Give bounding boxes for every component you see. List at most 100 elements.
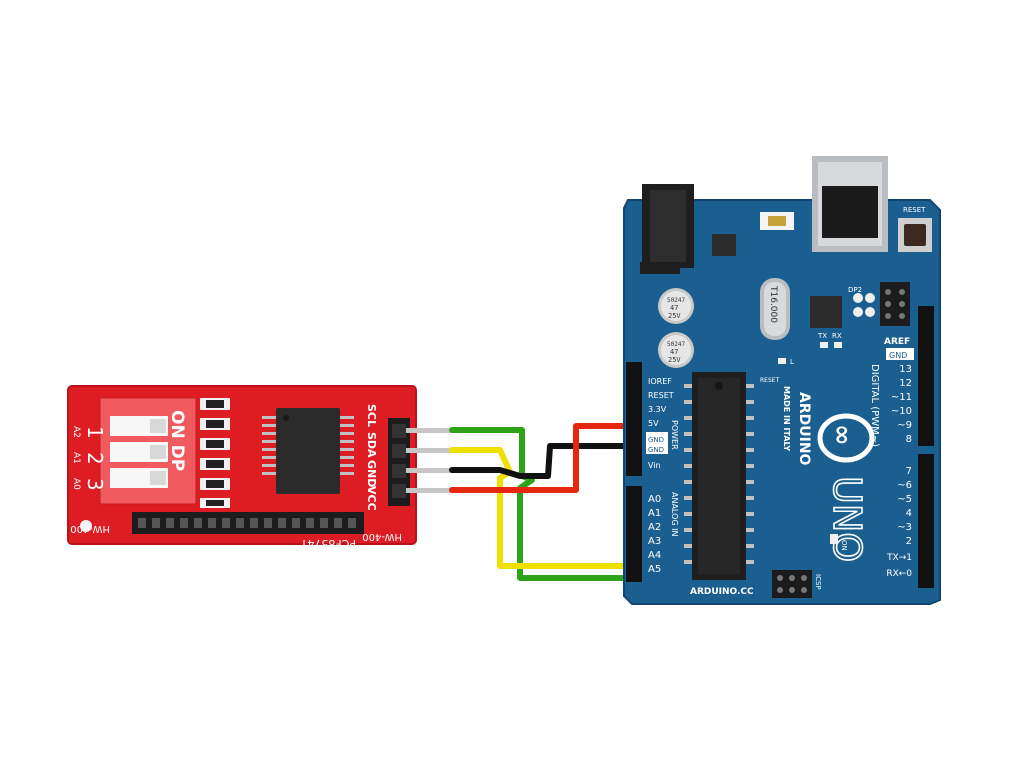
icsp-header-bottom bbox=[772, 570, 812, 598]
dip-switch bbox=[99, 397, 197, 505]
digital-pin-1: TX→1 bbox=[886, 553, 912, 563]
power-pin-reset: RESET bbox=[648, 391, 674, 400]
power-pin-3v3: 3.3V bbox=[648, 405, 667, 414]
pin-label-gnd: GND bbox=[365, 460, 378, 487]
pcf8574-module: ON DP 1 2 3 A2 A1 A0 bbox=[67, 385, 456, 550]
arduino-logo-symbol: ∞ bbox=[827, 424, 857, 446]
usb-chip bbox=[810, 296, 842, 328]
uno-model-text: UNO bbox=[825, 476, 869, 562]
address-label-a0: A0 bbox=[71, 478, 81, 490]
pin-label-vcc: VCC bbox=[365, 486, 378, 511]
dp2-label: DP2 bbox=[848, 286, 862, 294]
icsp-label: ICSP bbox=[814, 574, 822, 590]
capacitor-2 bbox=[658, 332, 694, 368]
made-in-italy-text: MADE IN ITALY bbox=[782, 386, 791, 451]
rx-led-label: RX bbox=[832, 332, 842, 340]
arduino-website-text: ARDUINO.CC bbox=[690, 587, 754, 597]
digital-pin-2: 2 bbox=[906, 536, 912, 547]
smd-resistors bbox=[200, 398, 230, 508]
power-pin-gnd-2: GND bbox=[648, 446, 664, 454]
tx-led bbox=[820, 342, 828, 348]
digital-pin-0: RX←0 bbox=[886, 569, 912, 579]
analog-pin-a5: A5 bbox=[648, 564, 661, 575]
dip-number-2: 2 bbox=[83, 452, 107, 465]
address-label-a2: A2 bbox=[71, 426, 81, 438]
digital-pin-6: ~6 bbox=[897, 480, 912, 491]
pin-scl bbox=[406, 428, 456, 433]
pin-label-sda: SDA bbox=[365, 432, 378, 458]
wires bbox=[449, 423, 643, 581]
i2c-header bbox=[388, 418, 456, 506]
cap2-label-voltage: 25V bbox=[668, 356, 681, 364]
atmega-chip bbox=[684, 372, 754, 580]
digital-pin-7: 7 bbox=[906, 466, 912, 477]
pin-sda bbox=[406, 448, 456, 453]
tx-led-label: TX bbox=[817, 332, 827, 340]
cap2-label-value: 47 bbox=[670, 348, 678, 356]
pin-vcc bbox=[406, 488, 456, 493]
pcf8574-chip bbox=[262, 408, 354, 494]
lcd-header bbox=[132, 512, 364, 534]
voltage-regulator bbox=[712, 234, 736, 256]
analog-header bbox=[626, 486, 642, 582]
crystal-label: T16.000 bbox=[768, 285, 778, 323]
power-pin-gnd-1: GND bbox=[648, 436, 664, 444]
digital-pin-8: 8 bbox=[906, 434, 912, 445]
dc-power-jack bbox=[640, 184, 694, 274]
digital-header-lower bbox=[918, 454, 934, 588]
digital-header-upper bbox=[918, 306, 934, 446]
wire-black-gnd-gnd bbox=[449, 443, 643, 479]
cap1-label-voltage: 25V bbox=[668, 312, 681, 320]
dip-number-3: 3 bbox=[83, 478, 107, 491]
power-header-title: POWER bbox=[670, 420, 679, 450]
reset-label-top: RESET bbox=[903, 206, 926, 214]
digital-pin-5: ~5 bbox=[897, 494, 912, 505]
analog-pin-a1: A1 bbox=[648, 508, 661, 519]
pin-gnd bbox=[406, 468, 456, 473]
digital-pin-10: ~10 bbox=[891, 406, 912, 417]
rx-led bbox=[834, 342, 842, 348]
dip-number-1: 1 bbox=[83, 426, 107, 439]
capacitor-1 bbox=[658, 288, 694, 324]
board-model-label-2: HW-400 bbox=[70, 523, 110, 534]
arduino-logo bbox=[817, 413, 875, 463]
mounting-hole bbox=[80, 520, 92, 532]
digital-pin-9: ~9 bbox=[897, 420, 912, 431]
digital-pin-11: ~11 bbox=[891, 392, 912, 403]
power-pin-5v: 5V bbox=[648, 419, 659, 428]
icsp-header-top bbox=[880, 282, 910, 326]
l-led-label: L bbox=[790, 358, 794, 366]
analog-header-title: ANALOG IN bbox=[670, 492, 679, 537]
dp2-pads bbox=[853, 293, 875, 317]
analog-pin-a3: A3 bbox=[648, 536, 661, 547]
cap1-label-code: 50247 bbox=[667, 297, 685, 304]
power-pin-ioref: IOREF bbox=[648, 377, 672, 386]
l-led bbox=[778, 358, 786, 364]
wire-red-vcc-5v bbox=[449, 423, 643, 493]
power-header bbox=[626, 362, 642, 476]
reset-en-label: RESET bbox=[760, 377, 780, 384]
cap1-label-value: 47 bbox=[670, 304, 678, 312]
wire-green-scl-a5 bbox=[449, 427, 643, 581]
dip-switch-label: ON DP bbox=[167, 410, 187, 471]
power-led bbox=[830, 534, 838, 544]
gnd-label-right: GND bbox=[889, 351, 907, 360]
arduino-brand-text: ARDUINO bbox=[796, 392, 812, 466]
on-led-label: ON bbox=[840, 540, 848, 551]
usb-connector bbox=[812, 156, 888, 252]
crystal-oscillator bbox=[760, 278, 790, 340]
digital-label: DIGITAL (PWM~) bbox=[869, 364, 880, 447]
reset-button bbox=[898, 218, 932, 252]
arduino-uno-board: RESET 50247 47 25V 50247 47 25V T16.000 bbox=[623, 156, 941, 605]
board-model-label: HW-400 bbox=[362, 531, 402, 542]
digital-pin-12: 12 bbox=[899, 378, 912, 389]
digital-pin-4: 4 bbox=[906, 508, 912, 519]
analog-pin-a0: A0 bbox=[648, 494, 661, 505]
address-label-a1: A1 bbox=[71, 452, 81, 464]
digital-pin-3: ~3 bbox=[897, 522, 912, 533]
digital-pin-13: 13 bbox=[899, 364, 912, 375]
power-pin-vin: Vin bbox=[648, 461, 661, 470]
pin-label-scl: SCL bbox=[365, 404, 378, 427]
